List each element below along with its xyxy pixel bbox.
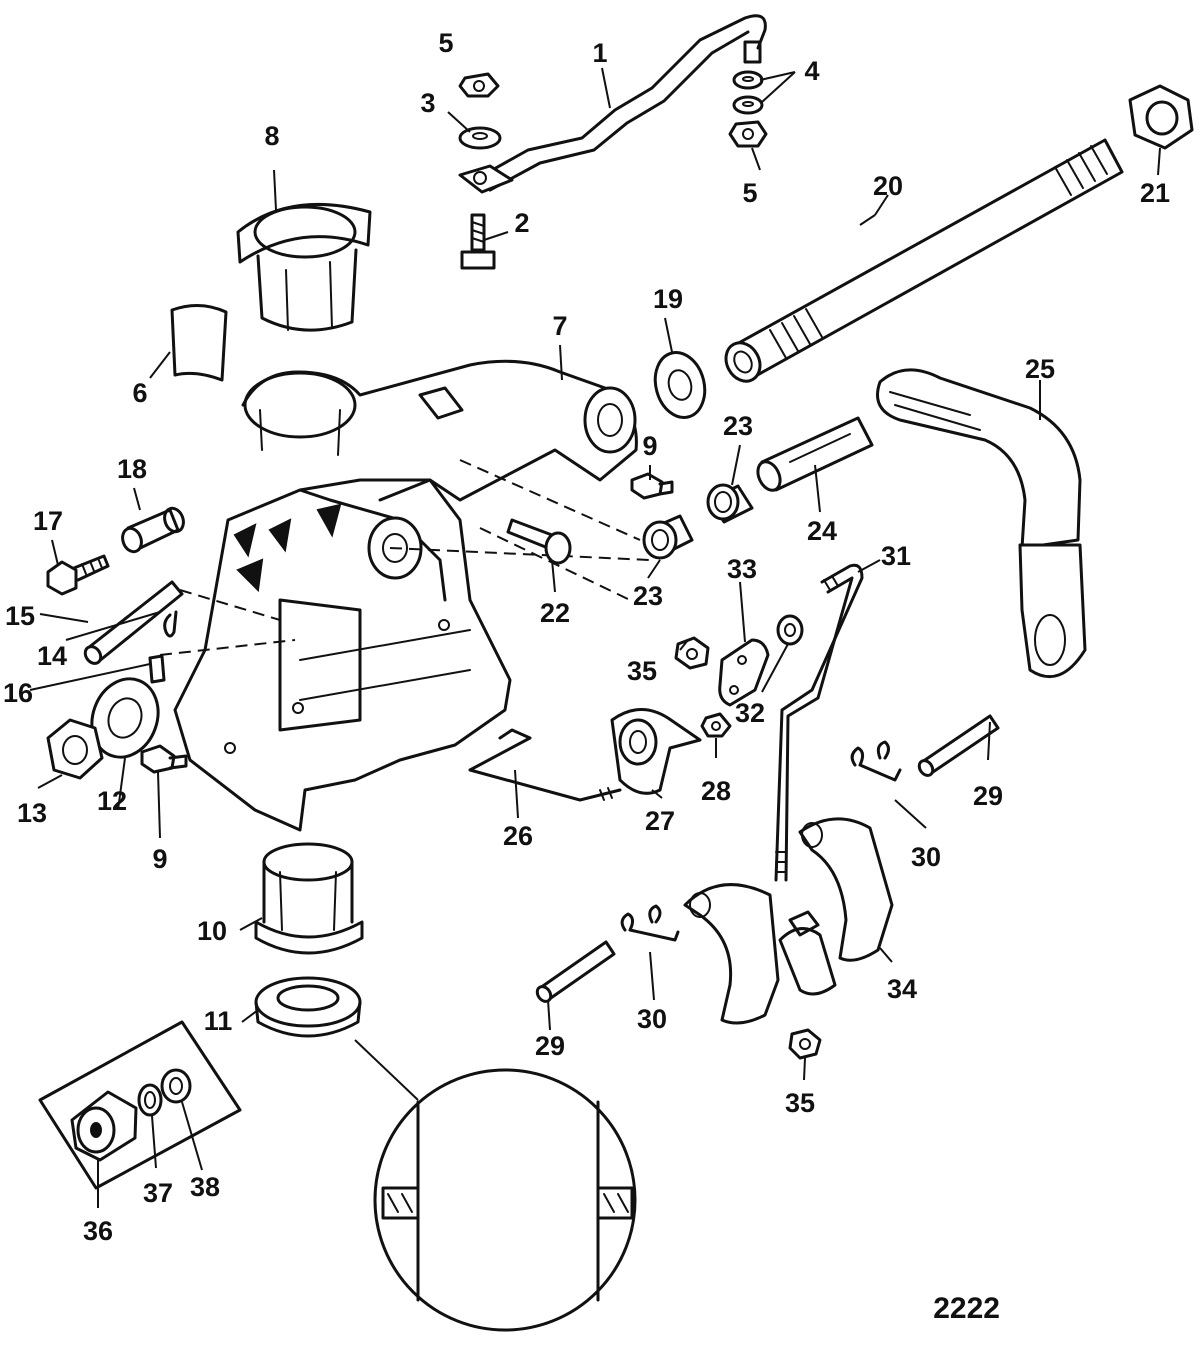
callout-23-lower: 23 — [633, 581, 663, 611]
part-washer-37 — [137, 1083, 163, 1117]
callout-labels: 1 2 3 4 5 5 6 7 8 9 9 10 11 12 13 14 15 … — [3, 28, 1170, 1246]
callout-32: 32 — [735, 698, 765, 728]
callout-36: 36 — [83, 1216, 113, 1246]
callout-37: 37 — [143, 1178, 173, 1208]
callout-20: 20 — [873, 171, 903, 201]
callout-14: 14 — [37, 641, 67, 671]
part-bolt-17 — [46, 554, 110, 596]
part-nut-28 — [700, 712, 732, 738]
part-grease-fitting-9-upper — [630, 472, 674, 500]
callout-21: 21 — [1140, 178, 1170, 208]
part-clamp-27 — [610, 708, 702, 795]
part-bushing-23-lower — [642, 514, 694, 560]
part-upper-bushing-8 — [236, 203, 372, 332]
part-washer-12 — [90, 677, 160, 759]
part-pin-15 — [83, 580, 184, 665]
callout-10: 10 — [197, 916, 227, 946]
part-washer-19 — [653, 351, 707, 419]
callout-38: 38 — [190, 1172, 220, 1202]
callout-4: 4 — [804, 56, 819, 86]
leader-lines — [29, 67, 1161, 1208]
callout-5-top: 5 — [438, 28, 453, 58]
part-spacer-18 — [121, 506, 185, 554]
callout-27: 27 — [645, 806, 675, 836]
part-bushing-23-upper — [706, 483, 754, 524]
part-clip-30-right — [850, 740, 902, 782]
callout-1: 1 — [592, 38, 607, 68]
part-sleeve-38 — [160, 1068, 192, 1104]
callout-23-upper: 23 — [723, 411, 753, 441]
part-cotter-pin-14 — [163, 610, 178, 638]
part-l-rod-26 — [468, 728, 622, 802]
part-washers-4 — [732, 70, 764, 115]
part-key-16 — [148, 654, 166, 684]
figure-number: 2222 — [933, 1292, 1000, 1325]
callout-9-lower: 9 — [152, 844, 167, 874]
callout-31: 31 — [881, 541, 911, 571]
callout-22: 22 — [540, 598, 570, 628]
callout-33: 33 — [727, 554, 757, 584]
callout-17: 17 — [33, 506, 63, 536]
callout-11: 11 — [204, 1006, 233, 1036]
callout-3: 3 — [420, 88, 435, 118]
callout-26: 26 — [503, 821, 533, 851]
part-seal-11 — [254, 976, 362, 1038]
part-pin-29-left — [535, 940, 616, 1003]
hardware-inset-box — [38, 1020, 242, 1190]
callout-6: 6 — [132, 378, 147, 408]
callout-18: 18 — [117, 454, 147, 484]
part-grease-fitting-9-lower — [140, 744, 188, 774]
callout-2: 2 — [514, 208, 529, 238]
part-tilt-lever-25 — [876, 368, 1087, 679]
part-clip-30-left — [620, 904, 680, 942]
part-nut-5-top — [458, 72, 500, 98]
callout-28: 28 — [701, 776, 731, 806]
part-nut-13 — [46, 718, 104, 780]
callout-30-right: 30 — [911, 842, 941, 872]
part-tilt-tube-20 — [724, 138, 1124, 383]
seal-detail-magnifier — [354, 1039, 637, 1332]
part-shim-6 — [170, 304, 228, 382]
callout-16: 16 — [3, 678, 33, 708]
part-bolt-2 — [460, 213, 496, 270]
part-swivel-bracket-7 — [173, 359, 638, 832]
callout-30-left: 30 — [637, 1004, 667, 1034]
part-nut-21 — [1128, 84, 1194, 150]
part-steering-link-rod — [458, 14, 767, 194]
part-link-plate-33 — [718, 638, 770, 707]
part-nut-35-upper — [674, 636, 710, 670]
callout-19: 19 — [653, 284, 683, 314]
callout-29-right: 29 — [973, 781, 1003, 811]
callout-34: 34 — [887, 974, 917, 1004]
part-nut-5-rod — [728, 120, 768, 148]
callout-8: 8 — [264, 121, 279, 151]
part-lower-bushing-10 — [254, 842, 364, 955]
part-nut-36 — [70, 1090, 138, 1162]
part-washer-32 — [776, 614, 804, 646]
callout-5-rod: 5 — [742, 178, 757, 208]
callout-15: 15 — [5, 601, 35, 631]
callout-24: 24 — [807, 516, 837, 546]
part-clamp-halves-34 — [683, 817, 894, 1025]
callout-35-lower: 35 — [785, 1088, 815, 1118]
callout-7: 7 — [552, 311, 567, 341]
callout-9-upper: 9 — [642, 431, 657, 461]
callout-12: 12 — [97, 786, 127, 816]
part-tie-rod-31 — [774, 563, 864, 882]
part-pin-24 — [756, 416, 874, 492]
callout-29-left: 29 — [535, 1031, 565, 1061]
part-nut-35-lower — [788, 1028, 822, 1060]
part-pin-22 — [506, 518, 572, 565]
callout-35-upper: 35 — [627, 656, 657, 686]
part-pin-29-right — [917, 714, 1000, 777]
callout-13: 13 — [17, 798, 47, 828]
callout-25: 25 — [1025, 354, 1055, 384]
